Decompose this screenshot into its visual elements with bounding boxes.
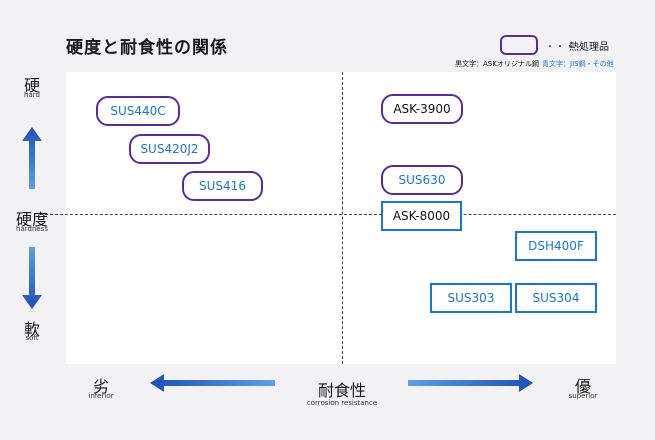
y-axis-top-label: 硬: [23, 76, 40, 95]
legend-heat-label: 熱処理品: [569, 42, 609, 53]
x-axis-left-label: 劣: [92, 377, 109, 396]
legend-heat-treated-swatch: [500, 35, 538, 55]
material-sus304: SUS304: [515, 283, 597, 313]
legend-blue-text: 青文字：JIS鋼・その他: [542, 60, 614, 68]
y-axis-mid-en: hardness: [16, 225, 48, 233]
material-ask-3900: ASK-3900: [381, 94, 463, 124]
x-axis-left-en: inferior: [88, 392, 114, 400]
up-arrow-icon: [22, 127, 42, 189]
legend-black-text: 黒文字：ASKオリジナル鋼: [455, 60, 539, 68]
y-axis-top-en: hard: [24, 91, 40, 99]
material-sus630: SUS630: [381, 165, 463, 195]
down-arrow-icon: [22, 247, 42, 309]
y-axis-mid-label: 硬度: [15, 210, 48, 229]
x-axis-right-label: 優: [574, 377, 591, 396]
diagram-title: 硬度と耐食性の関係: [66, 38, 228, 58]
y-axis-bottom-label: 軟: [23, 320, 40, 339]
x-axis-mid-en: corrosion resistance: [306, 399, 378, 407]
right-arrow-icon: [408, 374, 533, 392]
material-ask-8000: ASK-8000: [381, 201, 462, 231]
x-axis-mid-label: 耐食性: [317, 381, 366, 400]
material-dsh400f: DSH400F: [515, 231, 597, 261]
material-sus416: SUS416: [182, 171, 263, 201]
horizontal-divider: [40, 214, 616, 215]
material-sus420j2: SUS420J2: [129, 134, 210, 164]
y-axis-bottom-en: soft: [25, 334, 39, 342]
material-sus440c: SUS440C: [96, 96, 180, 126]
material-sus303: SUS303: [430, 283, 512, 313]
x-axis-right-en: superior: [568, 392, 598, 400]
left-arrow-icon: [150, 374, 275, 392]
legend-dots: ・・・: [545, 42, 575, 53]
vertical-divider: [342, 72, 343, 364]
